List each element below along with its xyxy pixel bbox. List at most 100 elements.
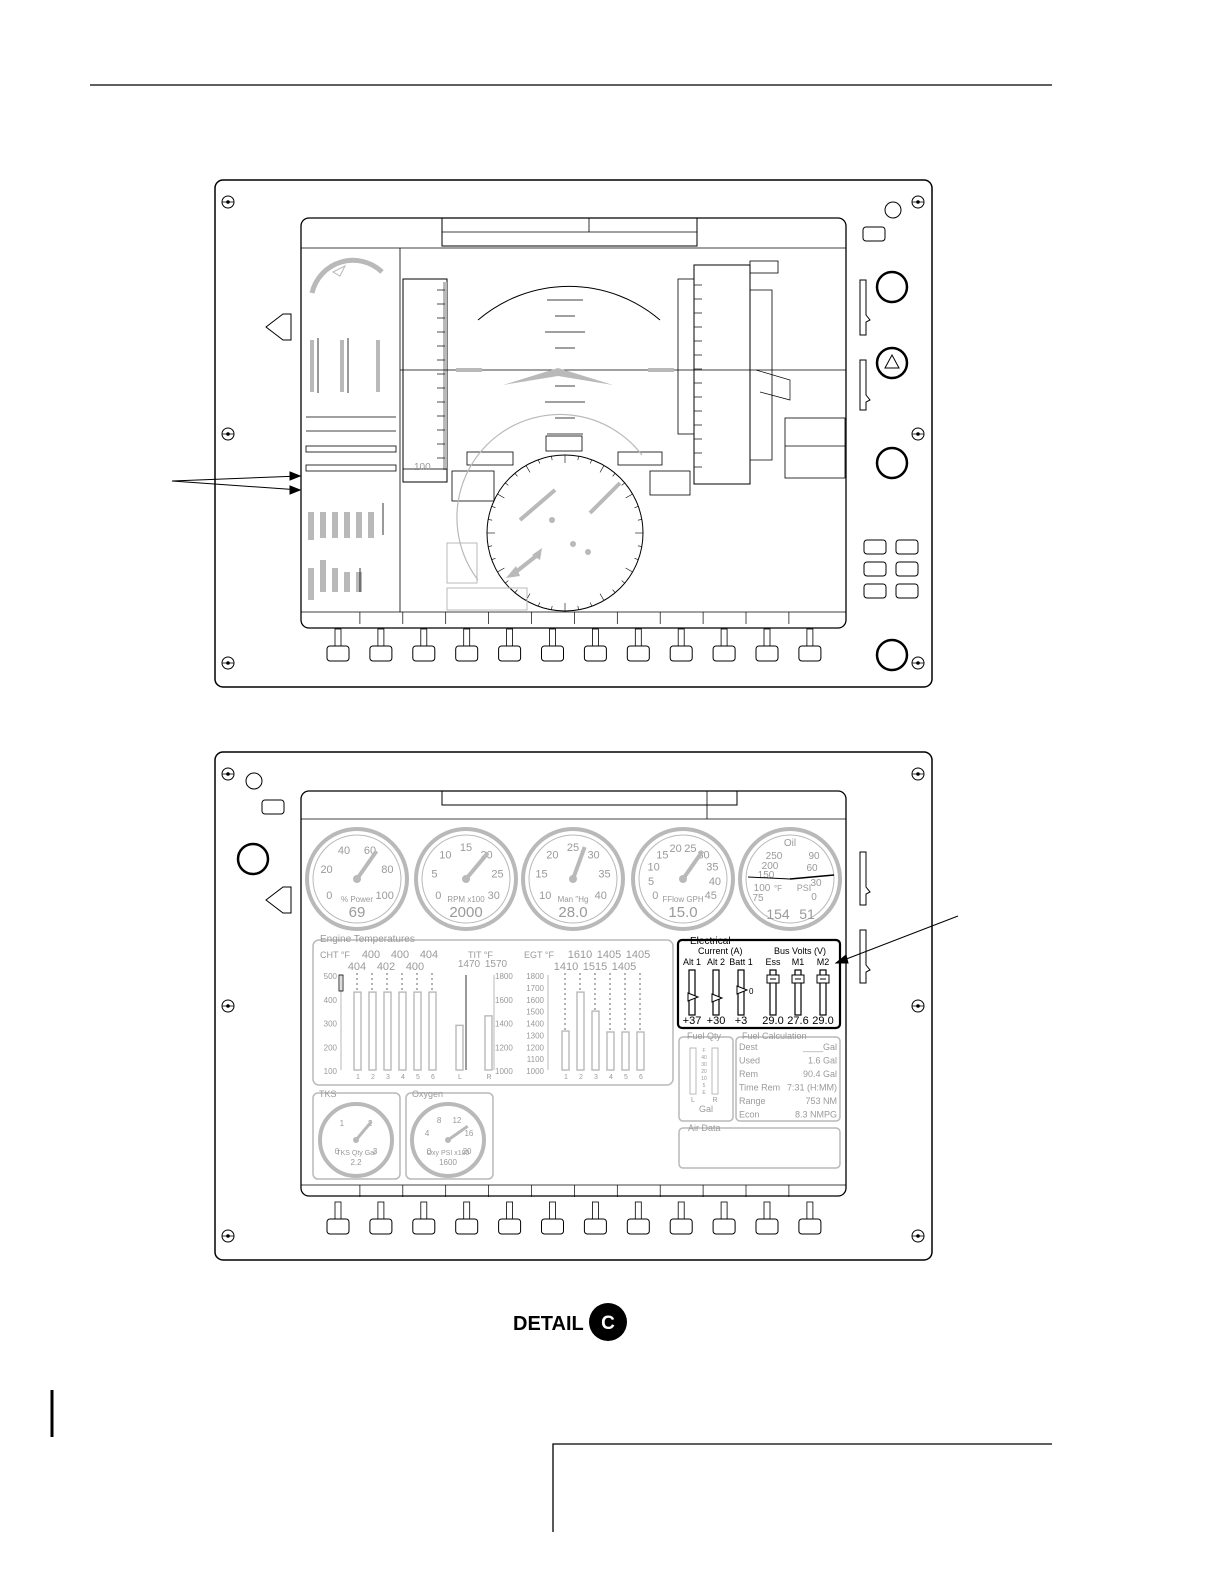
- hsi-tick: [538, 602, 540, 607]
- pfd-rpm-arc: [309, 257, 384, 294]
- softkey-button[interactable]: [455, 1218, 479, 1235]
- hsi-tick: [491, 506, 496, 508]
- elec-col-4-name: M1: [792, 957, 805, 967]
- cht-scale-label: 100: [324, 1067, 338, 1076]
- gauge-power-tick-label: 80: [381, 864, 393, 876]
- gauge-map-value: 28.0: [558, 904, 587, 921]
- softkey-button[interactable]: [626, 1218, 650, 1235]
- gauge-oil-inner: [745, 834, 835, 924]
- softkey-button[interactable]: [798, 1218, 822, 1235]
- softkey-stem: [634, 628, 642, 647]
- softkey-stem: [549, 628, 556, 647]
- fuel-qty-scale-label: 10: [701, 1076, 707, 1082]
- hsi-tick: [612, 473, 616, 477]
- pfd-bezel: [214, 179, 933, 688]
- tks-title: TKS: [319, 1089, 337, 1099]
- softkey-stem: [334, 1201, 342, 1220]
- softkey-button[interactable]: [541, 645, 564, 662]
- gauge-map-hub: [569, 875, 577, 883]
- softkey-button[interactable]: [755, 1218, 779, 1235]
- fuel-qty-scale-label: 5: [703, 1083, 706, 1089]
- softkey-button[interactable]: [326, 1218, 350, 1235]
- gauge-fflow-tick-label: 10: [647, 861, 659, 873]
- fuel-qty-right-bar: [711, 1047, 719, 1095]
- pfd-callout-arrows: [171, 471, 302, 495]
- softkey-button[interactable]: [326, 645, 350, 662]
- fuel-calc-row-value: 7:31 (H:MM): [787, 1083, 837, 1093]
- gauge-fflow-tick-label: 0: [652, 890, 658, 902]
- softkey-button[interactable]: [369, 1218, 393, 1235]
- gauge-fflow-tick-label: 25: [684, 843, 696, 855]
- tit-label: TIT °F: [468, 950, 493, 960]
- hsi-tick: [577, 605, 579, 610]
- mfd-back-button[interactable]: [265, 886, 292, 914]
- softkey-stem: [677, 1201, 685, 1220]
- oxygen-dial: [410, 1102, 486, 1178]
- gauge-oil-temp-unit: °F: [774, 884, 782, 893]
- cht-bar-4: [398, 991, 407, 1071]
- softkey-button[interactable]: [369, 645, 393, 662]
- fuel-qty-title: Fuel Qty: [687, 1031, 722, 1041]
- detail-label-circle: [589, 1303, 627, 1341]
- hsi-tick: [488, 545, 493, 547]
- hsi-tick: [634, 558, 639, 560]
- screw-center: [226, 1234, 230, 1238]
- softkey-stem: [420, 628, 428, 647]
- gauge-map-inner: [528, 834, 618, 924]
- softkey-button[interactable]: [455, 645, 479, 662]
- softkey-stem: [720, 1201, 728, 1220]
- softkey-button[interactable]: [798, 645, 822, 662]
- softkey-button[interactable]: [583, 1218, 607, 1235]
- softkey-button[interactable]: [498, 1218, 522, 1235]
- egt-scale-label: 1400: [526, 1020, 544, 1029]
- gauge-power-inner: [312, 834, 402, 924]
- softkey-button[interactable]: [712, 1218, 736, 1235]
- pfd-back-button[interactable]: [265, 313, 292, 341]
- fuel-calc-row-value: 753 NM: [805, 1096, 837, 1106]
- softkey-stem: [763, 1201, 771, 1220]
- cht-label: CHT °F: [320, 950, 350, 960]
- cht-cyl-label: 6: [431, 1074, 435, 1081]
- softkey-button[interactable]: [712, 645, 736, 662]
- hsi-tick: [505, 482, 509, 486]
- screw-center: [226, 772, 230, 776]
- screw-center: [916, 200, 920, 204]
- softkey-button[interactable]: [498, 645, 522, 662]
- gauge-rpm-label: RPM x100: [447, 895, 485, 904]
- egt-bar-2: [576, 991, 585, 1071]
- egt-cyl-label: 2: [579, 1074, 583, 1081]
- oxygen-tick-label: 16: [464, 1129, 473, 1138]
- hsi-tick: [497, 567, 505, 573]
- softkey-button[interactable]: [541, 1218, 564, 1235]
- tit-scale-label: 1600: [495, 996, 513, 1005]
- softkey-button[interactable]: [626, 645, 650, 662]
- gauge-map-tick-label: 15: [535, 868, 547, 880]
- cht-cyl-label: 5: [416, 1074, 420, 1081]
- fuel-calc-row-label: Econ: [739, 1110, 760, 1120]
- elec-col-5-bar: [819, 969, 827, 1016]
- softkey-button[interactable]: [412, 1218, 436, 1235]
- elec-batt-zero-label: 0: [749, 987, 754, 996]
- cht-cyl-label: 1: [356, 1074, 360, 1081]
- softkey-button[interactable]: [412, 645, 436, 662]
- oxygen-tick-label: 4: [425, 1129, 430, 1138]
- softkey-button[interactable]: [669, 1218, 693, 1235]
- egt-mid-value: 1515: [583, 961, 607, 973]
- gauge-fflow-needle: [681, 850, 705, 881]
- oxygen-needle: [447, 1125, 469, 1142]
- cht-top-value: 404: [420, 949, 438, 961]
- fuel-calc-row-label: Rem: [739, 1069, 758, 1079]
- egt-top-value: 1405: [597, 949, 621, 961]
- softkey-button[interactable]: [755, 645, 779, 662]
- softkey-stem: [420, 1201, 428, 1220]
- tit-col-label: L: [458, 1074, 462, 1081]
- tks-hub: [353, 1137, 359, 1143]
- softkey-button[interactable]: [669, 645, 693, 662]
- electrical-bus-label: Bus Volts (V): [774, 946, 826, 956]
- gauge-oil-tick-label: 150: [758, 870, 775, 881]
- hsi-tick: [599, 465, 605, 473]
- cht-mid-value: 400: [406, 961, 424, 973]
- softkey-button[interactable]: [583, 645, 607, 662]
- gauge-fflow-value: 15.0: [668, 904, 697, 921]
